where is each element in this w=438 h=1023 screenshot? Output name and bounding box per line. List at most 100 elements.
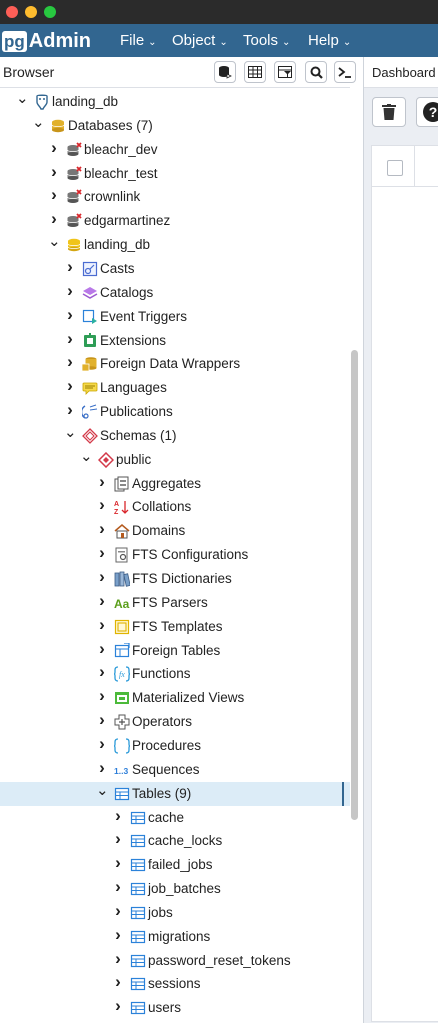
chevron-right-icon[interactable]: ›: [99, 495, 105, 515]
tree-node[interactable]: › Operators: [0, 710, 350, 734]
svg-text:A: A: [114, 501, 119, 508]
psql-tool-button[interactable]: [334, 61, 356, 83]
tree-node[interactable]: ›jobs: [0, 901, 350, 925]
tree-node[interactable]: ›Languages: [0, 376, 350, 400]
tree-node[interactable]: ›job_batches: [0, 877, 350, 901]
tree-node[interactable]: ›Event Triggers: [0, 305, 350, 329]
menu-help[interactable]: Help⌄: [308, 32, 351, 49]
chevron-right-icon[interactable]: ›: [99, 710, 105, 730]
chevron-right-icon[interactable]: ›: [99, 686, 105, 706]
select-all-checkbox[interactable]: [387, 160, 403, 176]
view-data-button[interactable]: [244, 61, 266, 83]
tree-scrollbar-thumb[interactable]: [351, 350, 358, 820]
tree-node[interactable]: ›password_reset_tokens: [0, 949, 350, 973]
tree-node[interactable]: ›crownlink: [0, 185, 350, 209]
tree-node[interactable]: ›cache: [0, 806, 350, 830]
chevron-right-icon[interactable]: ›: [51, 185, 57, 205]
chevron-right-icon[interactable]: ›: [99, 590, 105, 610]
chevron-right-icon[interactable]: ›: [115, 805, 121, 825]
menu-file[interactable]: File⌄: [120, 32, 157, 49]
menu-object[interactable]: Object⌄: [172, 32, 228, 49]
tree-node[interactable]: ›Catalogs: [0, 281, 350, 305]
chevron-right-icon[interactable]: ›: [115, 829, 121, 849]
chevron-down-icon[interactable]: ⌄: [64, 423, 77, 441]
tree-node[interactable]: ›FTS Configurations: [0, 543, 350, 567]
chevron-down-icon[interactable]: ⌄: [48, 233, 61, 251]
tree-node[interactable]: ⌄ Tables (9): [0, 781, 350, 806]
chevron-right-icon[interactable]: ›: [115, 996, 121, 1016]
chevron-right-icon[interactable]: ›: [51, 161, 57, 181]
tree-node[interactable]: ›users: [0, 996, 350, 1020]
tree-node[interactable]: ⌄landing_db: [0, 90, 350, 114]
tree-node[interactable]: ›Casts: [0, 257, 350, 281]
chevron-down-icon[interactable]: ⌄: [32, 113, 45, 131]
close-window-button[interactable]: [6, 6, 18, 18]
tree-node[interactable]: ›Materialized Views: [0, 686, 350, 710]
query-tool-button[interactable]: [214, 61, 236, 83]
chevron-down-icon[interactable]: ⌄: [80, 447, 93, 465]
tree-node[interactable]: ›Aggregates: [0, 472, 350, 496]
tree-node[interactable]: ›cache_locks: [0, 829, 350, 853]
chevron-right-icon[interactable]: ›: [67, 256, 73, 276]
delete-button[interactable]: [372, 97, 406, 127]
chevron-right-icon[interactable]: ›: [99, 543, 105, 563]
search-objects-button[interactable]: [305, 61, 327, 83]
tree-node[interactable]: ›bleachr_dev: [0, 138, 350, 162]
menu-tools[interactable]: Tools⌄: [243, 32, 290, 49]
tree-node[interactable]: ⌄Databases (7): [0, 114, 350, 138]
tree-node[interactable]: ›edgarmartinez: [0, 209, 350, 233]
tree-node[interactable]: ›FTS Dictionaries: [0, 567, 350, 591]
table-grid-icon: [248, 66, 262, 78]
tree-node-label: Operators: [132, 714, 193, 730]
tree-node[interactable]: › Publications: [0, 400, 350, 424]
tree-node[interactable]: ›sessions: [0, 972, 350, 996]
chevron-right-icon[interactable]: ›: [99, 567, 105, 586]
chevron-right-icon[interactable]: ›: [115, 948, 121, 968]
chevron-right-icon[interactable]: ›: [67, 304, 73, 324]
chevron-right-icon[interactable]: ›: [99, 471, 105, 491]
chevron-down-icon[interactable]: ⌄: [96, 781, 109, 799]
chevron-right-icon[interactable]: ›: [115, 924, 121, 944]
chevron-right-icon[interactable]: ›: [115, 972, 121, 992]
tree-node[interactable]: ›bleachr_test: [0, 162, 350, 186]
chevron-right-icon[interactable]: ›: [99, 638, 105, 658]
tree-node[interactable]: ›migrations: [0, 925, 350, 949]
chevron-right-icon[interactable]: ›: [67, 376, 73, 396]
tree-node[interactable]: ›Procedures: [0, 734, 350, 758]
chevron-right-icon[interactable]: ›: [99, 519, 105, 539]
tree-node-label: Publications: [100, 404, 173, 420]
chevron-right-icon[interactable]: ›: [67, 280, 73, 300]
chevron-right-icon[interactable]: ›: [115, 900, 121, 920]
chevron-right-icon[interactable]: ›: [99, 662, 105, 682]
tree-node[interactable]: ›Domains: [0, 519, 350, 543]
minimize-window-button[interactable]: [25, 6, 37, 18]
filtered-rows-button[interactable]: [274, 61, 296, 83]
tree-node[interactable]: ⌄public: [0, 448, 350, 472]
chevron-right-icon[interactable]: ›: [51, 209, 57, 229]
tree-node-label: Tables (9): [132, 785, 192, 801]
tab-dashboard[interactable]: Dashboard: [364, 57, 438, 88]
chevron-right-icon[interactable]: ›: [67, 328, 73, 348]
help-button[interactable]: ?: [416, 97, 438, 127]
tree-node[interactable]: ⌄Schemas (1): [0, 424, 350, 448]
tree-node[interactable]: ›Extensions: [0, 329, 350, 353]
chevron-right-icon[interactable]: ›: [115, 853, 121, 873]
zoom-window-button[interactable]: [44, 6, 56, 18]
tree-node[interactable]: ›Foreign Tables: [0, 639, 350, 663]
chevron-right-icon[interactable]: ›: [67, 352, 73, 372]
chevron-right-icon[interactable]: ›: [115, 877, 121, 897]
chevron-down-icon[interactable]: ⌄: [16, 90, 29, 107]
chevron-right-icon[interactable]: ›: [51, 137, 57, 157]
chevron-right-icon[interactable]: ›: [99, 614, 105, 634]
tree-node[interactable]: ›FTS Templates: [0, 615, 350, 639]
tree-node[interactable]: ›Foreign Data Wrappers: [0, 352, 350, 376]
chevron-right-icon[interactable]: ›: [67, 400, 73, 420]
tree-node[interactable]: ⌄landing_db: [0, 233, 350, 257]
tree-node[interactable]: ›failed_jobs: [0, 853, 350, 877]
chevron-right-icon[interactable]: ›: [99, 757, 105, 777]
chevron-right-icon[interactable]: ›: [99, 733, 105, 753]
